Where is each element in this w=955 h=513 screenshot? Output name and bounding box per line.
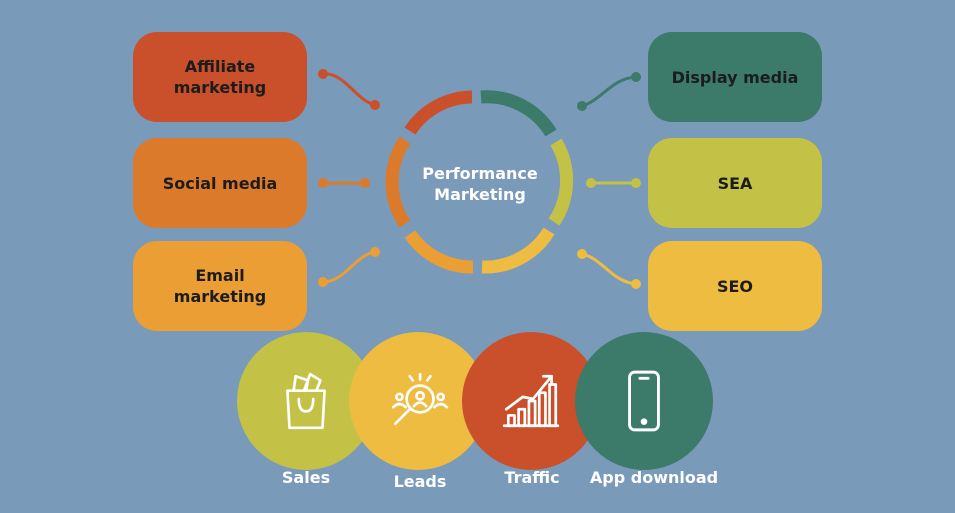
connector-display: [580, 75, 638, 108]
connector-dot: [631, 279, 641, 289]
channel-label: SEA: [717, 173, 753, 193]
connector-dot: [318, 178, 328, 188]
ring-segment-teal: [480, 90, 557, 137]
outcome-label-app-download: App download: [589, 468, 719, 487]
outcome-label-leads: Leads: [393, 472, 447, 491]
channel-label: SEO: [716, 276, 754, 296]
outcome-label-traffic: Traffic: [504, 468, 560, 487]
shopping-bag-icon: [286, 372, 326, 430]
channel-label-line1: Email: [195, 266, 245, 285]
connector-affiliate: [321, 72, 377, 107]
connector-dot: [577, 249, 587, 259]
connector-seo: [580, 252, 638, 286]
channel-label-line1: Affiliate: [184, 57, 256, 76]
channel-box-sea: SEA: [648, 138, 822, 228]
connector-dot: [370, 100, 380, 110]
channel-box-email-marketing: Email marketing: [133, 241, 307, 331]
center-title-line1: Performance: [422, 164, 538, 183]
growth-chart-icon: [502, 374, 560, 428]
channel-label-line2: marketing: [173, 78, 267, 97]
center-title: Performance Marketing: [405, 163, 555, 205]
connector-dot: [577, 101, 587, 111]
channel-label: Display media: [671, 67, 799, 87]
connector-dot: [318, 69, 328, 79]
channel-label-line2: marketing: [173, 287, 267, 306]
ring-segment-orange: [404, 230, 474, 274]
ring-segment-lime: [548, 138, 574, 226]
connector-dot: [370, 247, 380, 257]
ring-segment-yellow: [481, 227, 555, 274]
connector-dot: [631, 178, 641, 188]
ring-segment-red: [404, 90, 473, 135]
connector-dot: [318, 277, 328, 287]
smartphone-icon: [628, 370, 660, 432]
channel-box-seo: SEO: [648, 241, 822, 331]
outcome-circle-app-download: [575, 332, 713, 470]
center-ring: [385, 90, 574, 274]
center-title-line2: Marketing: [434, 185, 526, 204]
outcome-label-sales: Sales: [281, 468, 331, 487]
connector-dot: [631, 72, 641, 82]
channel-box-display-media: Display media: [648, 32, 822, 122]
connector-dot: [360, 178, 370, 188]
channel-label-line1: Social media: [162, 173, 278, 193]
magnifier-people-icon: [391, 372, 449, 426]
channel-box-social-media: Social media: [133, 138, 307, 228]
connector-dot: [586, 178, 596, 188]
ring-segment-dark-orange: [385, 136, 411, 228]
channel-box-affiliate-marketing: Affiliate marketing: [133, 32, 307, 122]
connector-email: [321, 250, 377, 284]
